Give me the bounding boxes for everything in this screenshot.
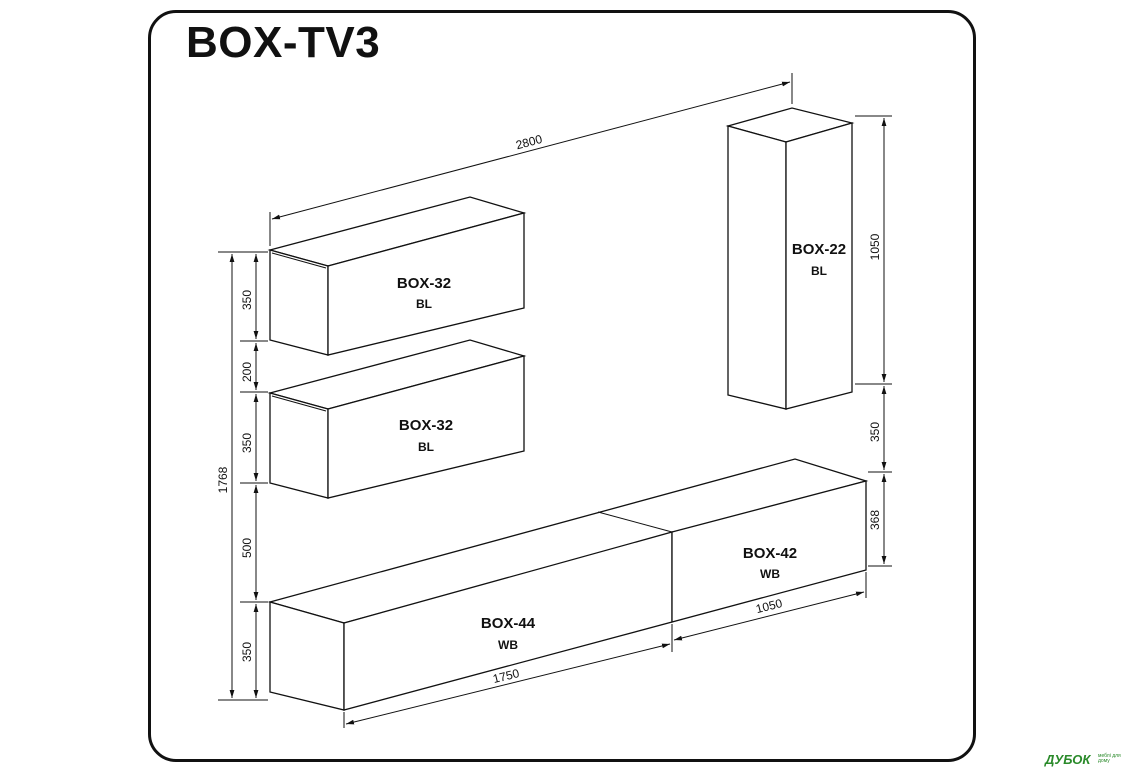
code-box-32-middle: BL xyxy=(418,440,434,454)
dim-gap-tall: 350 xyxy=(868,422,882,442)
code-box-22: BL xyxy=(811,264,827,278)
dim-total-width: 2800 xyxy=(514,132,544,152)
dimension-bottom: 1750 1050 xyxy=(343,572,867,728)
drawing-frame xyxy=(148,10,976,762)
dim-top-height: 350 xyxy=(240,290,254,310)
label-box-44: BOX-44 xyxy=(481,615,536,632)
label-box-42: BOX-42 xyxy=(743,545,797,562)
dim-tv-left-width: 1750 xyxy=(491,666,521,686)
dim-tv-height-left: 350 xyxy=(240,642,254,662)
dim-gap-lower: 500 xyxy=(240,538,254,558)
label-box-32-top: BOX-32 xyxy=(397,275,451,292)
code-box-42: WB xyxy=(760,567,780,581)
page-title: BOX-TV3 xyxy=(186,18,381,67)
dimension-total-width: 2800 xyxy=(269,73,793,246)
brand-logo: ДУБОК xyxy=(1045,752,1091,767)
label-box-22: BOX-22 xyxy=(792,241,846,258)
cabinet-box-32-middle: BOX-32 BL xyxy=(267,339,527,499)
dim-tv-height-right: 368 xyxy=(868,510,882,530)
dim-gap-upper: 200 xyxy=(240,362,254,382)
cabinet-box-22-tall: BOX-22 BL xyxy=(725,107,855,410)
dim-mid-height: 350 xyxy=(240,433,254,453)
dim-tv-right-width: 1050 xyxy=(754,596,784,616)
label-box-32-middle: BOX-32 xyxy=(399,417,453,434)
dimension-right-chain: 1050 350 368 xyxy=(855,115,892,567)
dim-tall-height: 1050 xyxy=(868,233,882,260)
cabinet-box-32-top: BOX-32 BL xyxy=(267,196,527,356)
dimension-left-chain: 350 200 350 500 350 1768 xyxy=(216,251,268,701)
dim-total-height: 1768 xyxy=(216,466,230,493)
code-box-44: WB xyxy=(498,638,518,652)
tv-unit: BOX-44 WB BOX-42 WB xyxy=(267,458,869,711)
code-box-32-top: BL xyxy=(416,297,432,311)
brand-tagline: меблі для дому xyxy=(1098,753,1121,764)
